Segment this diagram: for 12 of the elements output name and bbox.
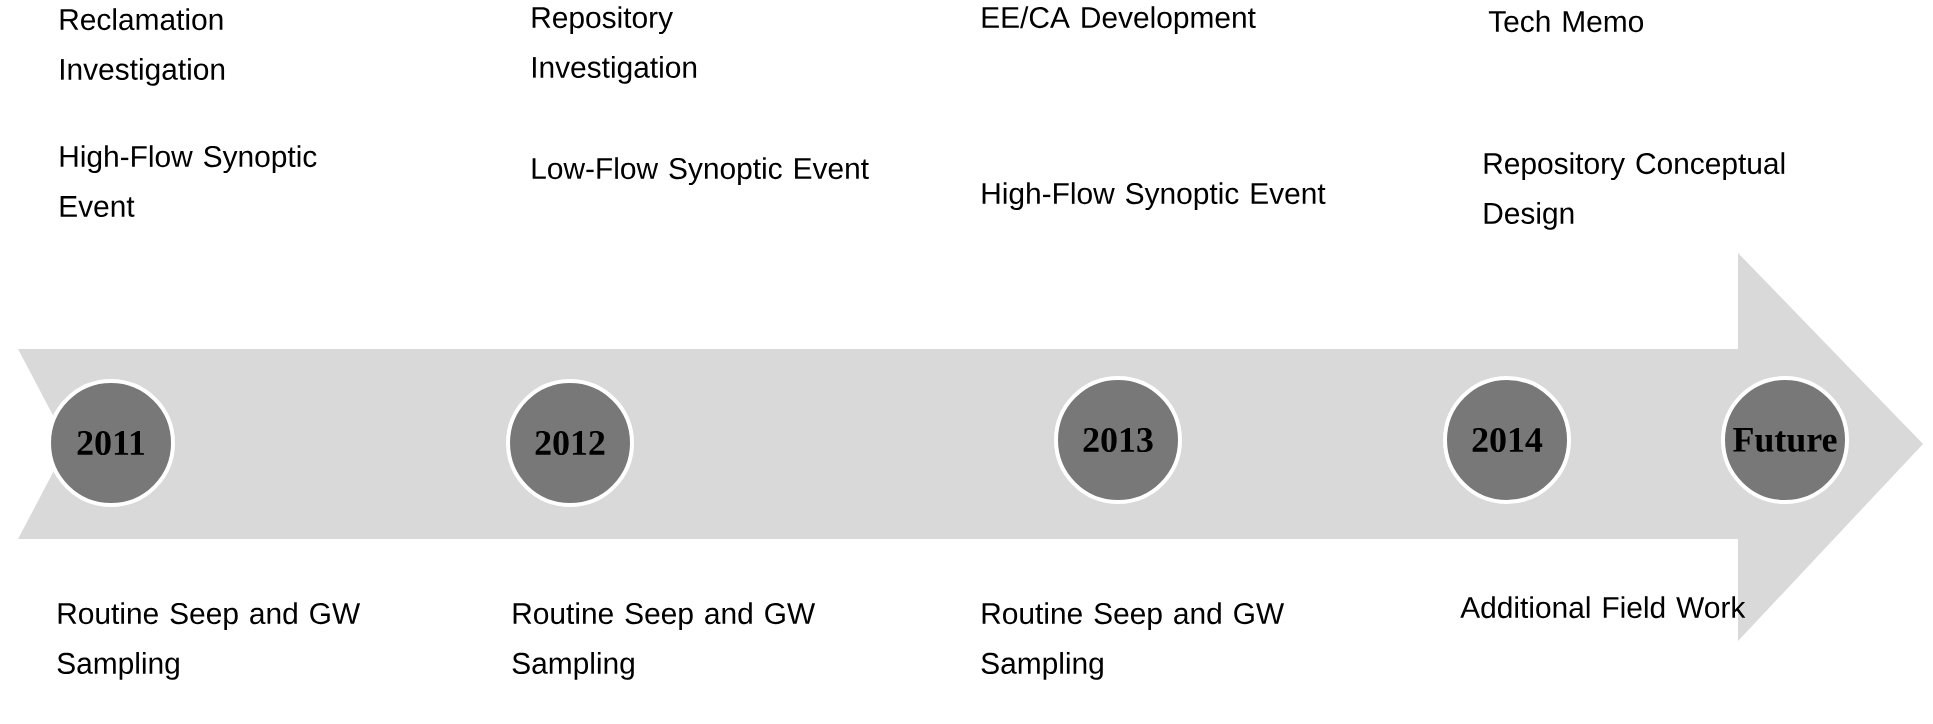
milestone-text: High-Flow Synoptic Event [60,145,317,217]
milestone-text: Additional Field Work [1460,596,1746,619]
milestone-text: Routine Seep and GW Sampling [512,602,816,680]
milestone-text: Repository Investigation [532,6,697,84]
milestone-text: EE/CA Development [982,6,1256,35]
milestone-text: Tech Memo [1488,10,1644,33]
milestone-text: Reclamation Investigation [60,8,225,86]
milestone-text: Routine Seep and GW Sampling [57,602,361,680]
milestone-text: Repository Conceptual Design [1484,152,1785,230]
milestone-text: High-Flow Synoptic Event [982,182,1326,211]
milestone-text: Routine Seep and GW Sampling [981,602,1285,680]
milestone-text: Low-Flow Synoptic Event [532,157,869,186]
